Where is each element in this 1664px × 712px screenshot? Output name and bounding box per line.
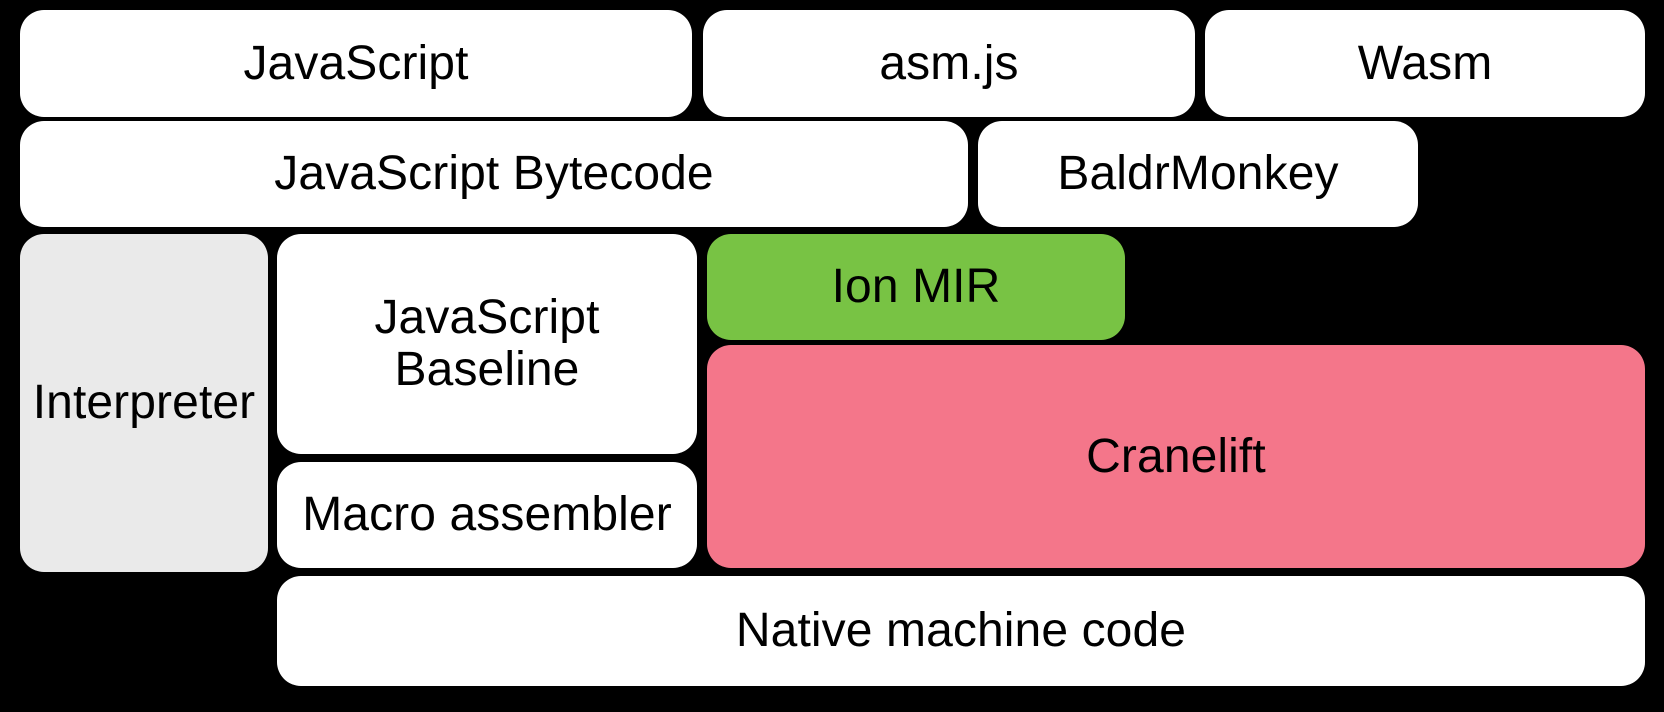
node-baldrmonkey[interactable]: BaldrMonkey — [978, 121, 1418, 227]
node-native-machine-code[interactable]: Native machine code — [277, 576, 1645, 686]
node-javascript-bytecode[interactable]: JavaScript Bytecode — [20, 121, 968, 227]
node-ion-mir[interactable]: Ion MIR — [707, 234, 1125, 340]
node-interpreter[interactable]: Interpreter — [20, 234, 268, 572]
node-wasm[interactable]: Wasm — [1205, 10, 1645, 117]
node-javascript-baseline[interactable]: JavaScript Baseline — [277, 234, 697, 454]
node-asm-js[interactable]: asm.js — [703, 10, 1195, 117]
node-javascript[interactable]: JavaScript — [20, 10, 692, 117]
node-macro-assembler[interactable]: Macro assembler — [277, 462, 697, 568]
node-cranelift[interactable]: Cranelift — [707, 345, 1645, 568]
